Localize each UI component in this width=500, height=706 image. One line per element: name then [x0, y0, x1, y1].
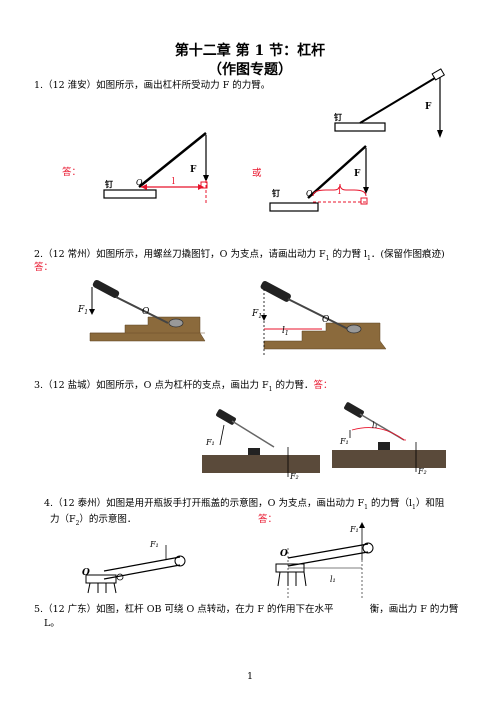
- question-5-line-2: L。: [44, 618, 60, 629]
- q3-f2-label: F₂: [289, 472, 299, 481]
- question-4-line-2: 力（F2）的示意图．: [50, 514, 137, 527]
- q2-figure-original: F1 O: [77, 279, 206, 342]
- q4-answer-f1-label: F₁: [349, 525, 359, 534]
- q1-force-label: F: [425, 102, 432, 112]
- q1-answer1-pivot-label: O: [136, 178, 143, 187]
- q4-pivot-label: O: [82, 568, 90, 578]
- question-1-text: 1.（12 淮安）如图所示，画出杠杆所受动力 F 的力臂。: [34, 80, 271, 91]
- q3-answer-arm-label: l₁: [372, 421, 378, 430]
- question-4-line-1: 4.（12 泰州）如图是用开瓶扳手打开瓶盖的示意图，O 为支点，画出动力 F1 …: [44, 498, 445, 511]
- q2-answer-label: 答：: [34, 262, 54, 273]
- page-subtitle: （作图专题）: [208, 62, 292, 78]
- q3-answer-f2-label: F₂: [417, 467, 427, 476]
- q3-figure-original: F₁ F₂: [202, 409, 320, 481]
- q1-answer-label: 答：: [62, 167, 82, 178]
- q4-answer-arm-label: l₁: [330, 575, 336, 584]
- page-title: 第十二章 第 1 节：杠杆: [174, 43, 326, 59]
- q2-answer-arm-label: l1: [282, 326, 289, 337]
- q4-answer-label: 答：: [258, 514, 278, 525]
- q4-answer-pivot-label: O: [280, 549, 288, 559]
- question-2-text: 2.（12 常州）如图所示，用螺丝刀撬图钉，O 为支点，请画出动力 F1 的力臂…: [34, 249, 445, 262]
- q1-answer2-pivot-label: O: [306, 189, 313, 198]
- q1-answer1-nail-label: 钉: [105, 179, 113, 189]
- q3-f1-label: F₁: [205, 438, 215, 447]
- q3-answer-figure: F₁ l₁ F₂: [332, 402, 446, 476]
- page-number: 1: [246, 671, 254, 682]
- q2-answer-pivot-label: O: [322, 315, 330, 325]
- question-3-text: 3.（12 盐城）如图所示，O 点为杠杆的支点，画出力 F1 的力臂．答：: [34, 380, 333, 393]
- q1-answer1-arm-label: l: [172, 177, 175, 187]
- q3-answer-label: 答：: [313, 380, 333, 391]
- q3-answer-f1-label: F₁: [339, 437, 349, 446]
- q4-figure-original: O F₁: [82, 540, 186, 594]
- q2-answer-force-label: F1: [251, 309, 262, 320]
- q1-answer2-force-label: F: [354, 169, 361, 179]
- q2-pivot-label: O: [142, 307, 150, 317]
- q1-answer2-nail-label: 钉: [272, 188, 280, 198]
- q1-nail-label: 钉: [334, 112, 342, 122]
- q1-answer2-arm-label: l: [338, 187, 341, 197]
- question-5-line-1: 5.（12 广东）如图，杠杆 OB 可绕 O 点转动，在力 F 的作用下在水平 …: [34, 604, 459, 615]
- q1-answer1-force-label: F: [190, 165, 197, 175]
- q2-force-label: F1: [77, 305, 88, 316]
- q1-answer-figure-1: F O l 钉: [103, 132, 209, 203]
- q4-f1-label: F₁: [149, 540, 159, 549]
- q4-answer-figure: O F₁ l₁: [275, 522, 374, 600]
- q1-or-label: 或: [252, 168, 262, 179]
- q1-figure-original: F 钉: [334, 68, 446, 138]
- q1-answer-figure-2: F O l 钉: [269, 145, 369, 212]
- q2-answer-figure: F1 O l1: [251, 281, 387, 355]
